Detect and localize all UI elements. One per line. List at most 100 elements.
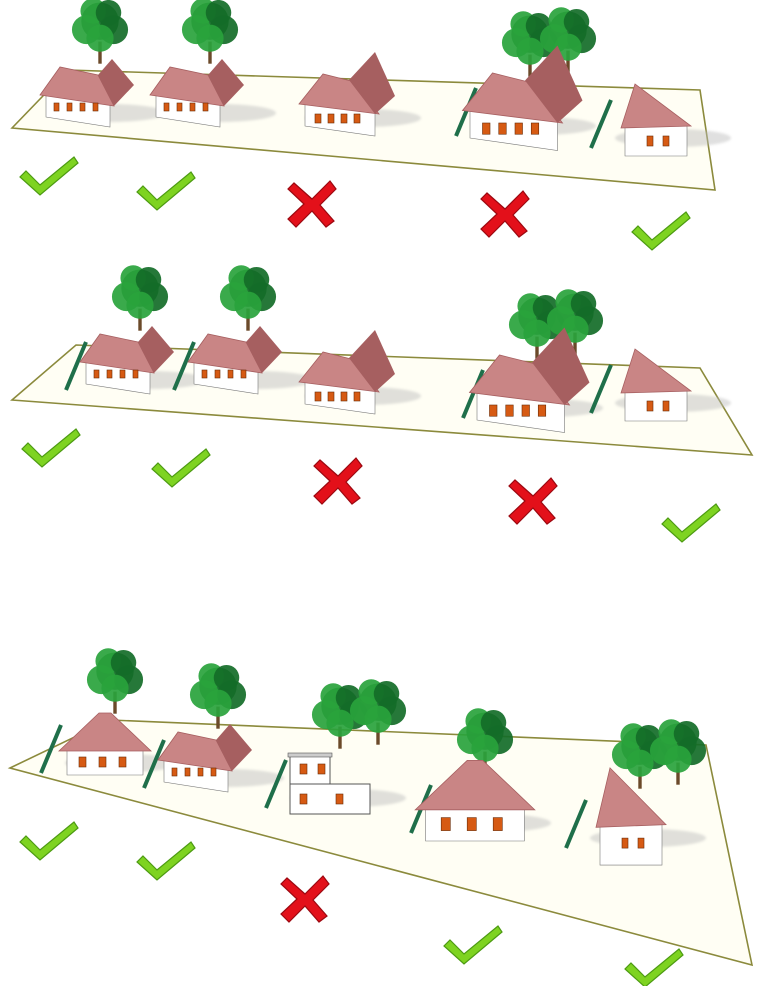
foliage-blob: [523, 320, 550, 347]
foliage-blob: [364, 706, 391, 733]
window: [198, 768, 203, 776]
window: [663, 136, 669, 146]
window: [80, 103, 85, 111]
foliage-blob: [481, 710, 507, 736]
check-mark-icon: [22, 429, 80, 467]
window: [228, 370, 233, 378]
window: [107, 370, 112, 378]
wall-front: [625, 124, 687, 156]
window: [133, 370, 138, 378]
foliage-blob: [234, 292, 261, 319]
window: [315, 392, 321, 401]
window: [354, 392, 360, 401]
window: [241, 370, 246, 378]
window: [190, 103, 195, 111]
window: [119, 757, 126, 767]
foliage-blob: [96, 0, 122, 25]
check-mark-icon: [444, 926, 502, 964]
check-shape: [625, 949, 683, 986]
check-shape: [20, 157, 78, 195]
window: [79, 757, 86, 767]
check-mark-icon: [137, 172, 195, 210]
foliage-blob: [126, 292, 153, 319]
window: [663, 401, 669, 411]
foliage-blob: [136, 267, 162, 293]
foliage-blob: [101, 675, 128, 702]
window: [467, 818, 476, 831]
window: [203, 103, 208, 111]
cross-shape: [314, 458, 362, 504]
check-mark-icon: [632, 212, 690, 250]
lot-2-2: [174, 265, 314, 394]
window: [328, 392, 334, 401]
check-shape: [632, 212, 690, 250]
check-mark-icon: [152, 449, 210, 487]
check-shape: [152, 449, 210, 487]
cross-shape: [281, 876, 329, 922]
window: [531, 123, 539, 134]
foliage-blob: [86, 25, 113, 52]
tree-icon: [220, 265, 276, 330]
foliage-blob: [516, 38, 543, 65]
cross-mark-icon: [509, 478, 557, 524]
window: [493, 818, 502, 831]
window: [54, 103, 59, 111]
window: [441, 818, 450, 831]
window: [99, 757, 106, 767]
lot-1-1: [40, 0, 166, 127]
cross-shape: [288, 181, 336, 227]
window: [185, 768, 190, 776]
window: [300, 794, 307, 804]
window: [300, 764, 307, 774]
cross-shape: [509, 478, 557, 524]
foliage-blob: [244, 267, 270, 293]
cross-mark-icon: [288, 181, 336, 227]
flat-roof: [288, 753, 332, 757]
window: [93, 103, 98, 111]
cross-shape: [481, 191, 529, 237]
check-shape: [137, 172, 195, 210]
check-mark-icon: [20, 822, 78, 860]
window: [328, 114, 334, 123]
window: [354, 114, 360, 123]
window: [638, 838, 644, 848]
wall-front: [600, 822, 662, 865]
window: [215, 370, 220, 378]
check-mark-icon: [625, 949, 683, 986]
window: [177, 103, 182, 111]
window: [67, 103, 72, 111]
window: [164, 103, 169, 111]
foliage-blob: [196, 25, 223, 52]
foliage-blob: [204, 690, 231, 717]
cross-mark-icon: [281, 876, 329, 922]
window: [522, 405, 530, 416]
foliage-blob: [214, 665, 240, 691]
window: [647, 401, 653, 411]
window: [120, 370, 125, 378]
check-shape: [20, 822, 78, 860]
window: [202, 370, 207, 378]
foliage-blob: [111, 650, 137, 676]
window: [515, 123, 523, 134]
window: [506, 405, 514, 416]
tree-icon: [190, 663, 246, 728]
lot-2-1: [66, 265, 206, 394]
check-shape: [444, 926, 502, 964]
window: [622, 838, 628, 848]
tree-icon: [182, 0, 238, 64]
tree-icon: [72, 0, 128, 64]
foliage-blob: [564, 9, 590, 35]
check-shape: [137, 842, 195, 880]
cross-mark-icon: [481, 191, 529, 237]
foliage-blob: [471, 735, 498, 762]
check-mark-icon: [137, 842, 195, 880]
foliage-blob: [626, 750, 653, 777]
foliage-blob: [206, 0, 232, 25]
window: [490, 405, 498, 416]
window: [94, 370, 99, 378]
foliage-blob: [571, 291, 597, 317]
window: [341, 114, 347, 123]
window: [172, 768, 177, 776]
